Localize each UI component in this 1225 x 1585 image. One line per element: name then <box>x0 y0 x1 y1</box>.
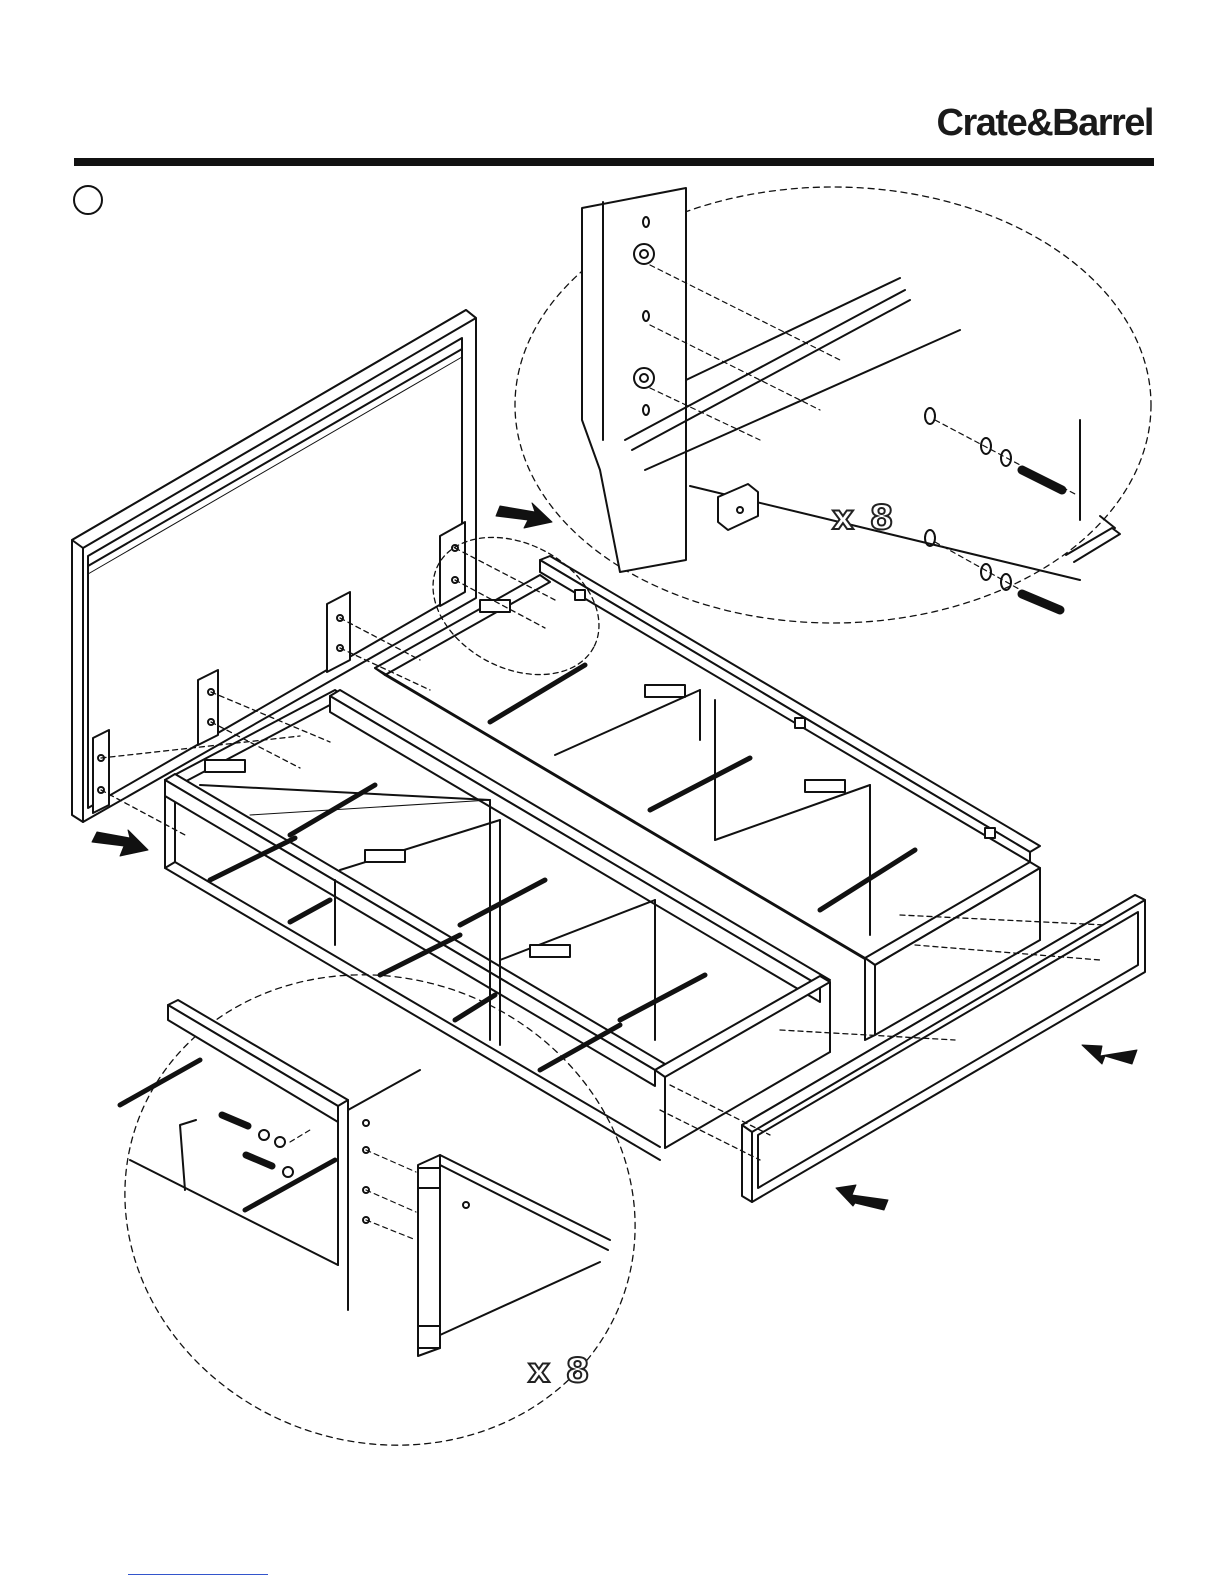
detail-top-quantity: x 8 <box>832 498 895 538</box>
bolt-icon <box>925 408 1062 610</box>
detail-callout-top <box>409 187 1151 702</box>
detail-bottom-quantity: x 8 <box>528 1351 591 1391</box>
allen-key-icon <box>1066 516 1120 562</box>
footboard <box>742 895 1145 1202</box>
footer-link-underline[interactable] <box>128 1574 268 1575</box>
